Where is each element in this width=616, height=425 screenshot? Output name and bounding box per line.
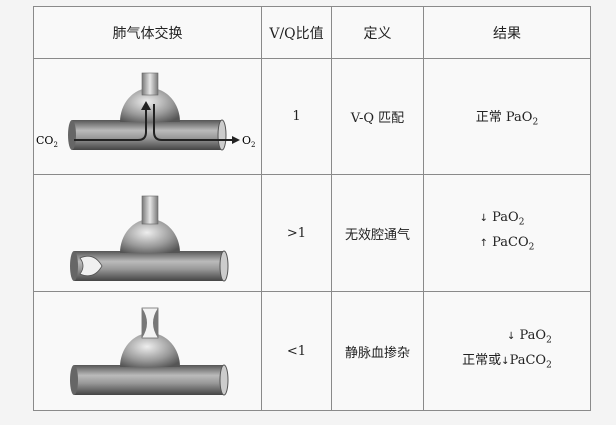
co2-label: CO2 <box>36 134 58 149</box>
venous-admixture-diagram <box>70 307 229 396</box>
header-ratio: V/Q比值 <box>261 6 332 59</box>
alveolus-shape <box>120 333 180 367</box>
capillary-shape <box>74 365 224 395</box>
alveolus-shape <box>120 88 180 122</box>
diagram-cell: CO2 O2 <box>33 58 262 175</box>
definition-cell: 无效腔通气 <box>331 174 424 292</box>
ratio-cell: 1 <box>261 58 332 175</box>
definition-cell: V-Q 匹配 <box>331 58 424 175</box>
result-cell: ↓ PaO2 ↑ PaCO2 <box>423 174 591 292</box>
diagram-cell <box>33 174 262 292</box>
arrow-down-icon: ↓ <box>501 356 510 367</box>
diagram-cell <box>33 291 262 411</box>
arrow-down-icon: ↓ <box>479 213 488 225</box>
dead-space-diagram <box>70 195 229 282</box>
result-cell: 正常 PaO2 <box>423 58 591 175</box>
ratio-cell: >1 <box>261 174 332 292</box>
table-row: CO2 O2 1 V-Q 匹配 正常 PaO2 <box>33 58 591 175</box>
header-exchange: 肺气体交换 <box>33 6 262 59</box>
definition-cell: 静脉血掺杂 <box>331 291 424 411</box>
arrow-up-icon: ↑ <box>479 238 488 249</box>
airway-shape <box>141 72 159 96</box>
header-result: 结果 <box>423 6 591 59</box>
table-row: >1 无效腔通气 ↓ PaO2 ↑ PaCO2 <box>33 174 591 292</box>
arrow-down-icon: ↓ <box>506 331 516 343</box>
vq-match-diagram: CO2 O2 <box>36 72 256 151</box>
header-definition: 定义 <box>331 6 424 59</box>
table-row: <1 静脉血掺杂 ↓ PaO2 正常或↓PaCO2 <box>33 291 591 411</box>
result-cell: ↓ PaO2 正常或↓PaCO2 <box>423 291 591 411</box>
airway-shape <box>141 195 159 225</box>
o2-label: O2 <box>242 134 256 149</box>
vq-table: 肺气体交换 V/Q比值 定义 结果 <box>33 6 591 411</box>
ratio-cell: <1 <box>261 291 332 411</box>
header-row: 肺气体交换 V/Q比值 定义 结果 <box>33 6 591 59</box>
alveolus-shape <box>120 219 180 253</box>
